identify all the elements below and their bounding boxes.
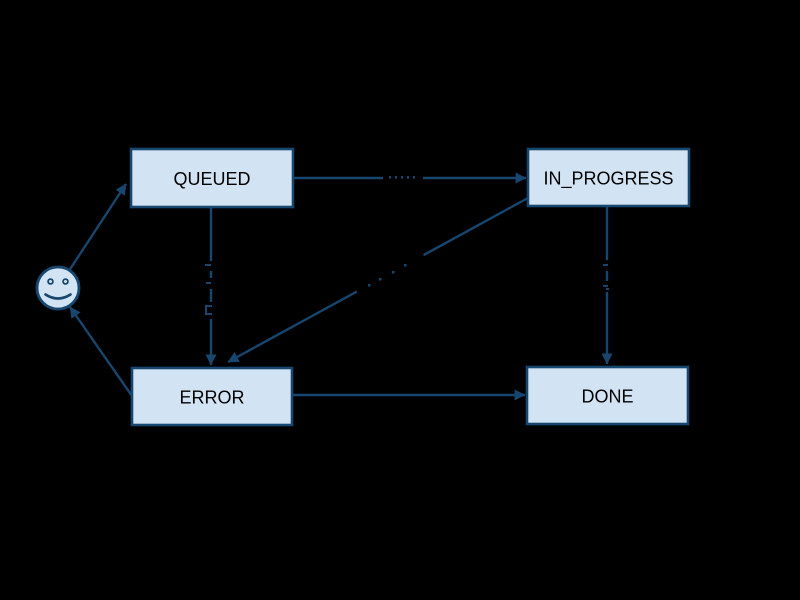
error-box: [130, 366, 294, 427]
smiley-left-eye: [47, 278, 54, 285]
obscured-label-inprogress-done: [599, 260, 616, 292]
node-error: ERROR: [130, 366, 294, 427]
in-progress-box: [526, 147, 691, 208]
obscured-label-queued-error: [202, 261, 220, 319]
smiley-face-icon: [35, 265, 81, 311]
in-progress-label: IN_PROGRESS: [543, 169, 673, 190]
done-box: [525, 365, 690, 426]
edge-start-to-queued: [68, 183, 128, 271]
smiley-mouth: [44, 293, 72, 300]
obscured-label-queued-inprogress: [383, 170, 423, 186]
node-start: [35, 265, 81, 311]
edge-error-to-start: [69, 306, 133, 397]
node-in-progress: IN_PROGRESS: [526, 147, 691, 208]
obscured-label-inprogress-error: [353, 248, 427, 298]
done-label: DONE: [581, 387, 633, 407]
queued-label: QUEUED: [173, 169, 250, 189]
queued-box: [129, 147, 295, 209]
error-label: ERROR: [179, 388, 244, 408]
node-done: DONE: [525, 365, 690, 426]
node-queued: QUEUED: [129, 147, 295, 209]
smiley-right-eye: [62, 278, 69, 285]
